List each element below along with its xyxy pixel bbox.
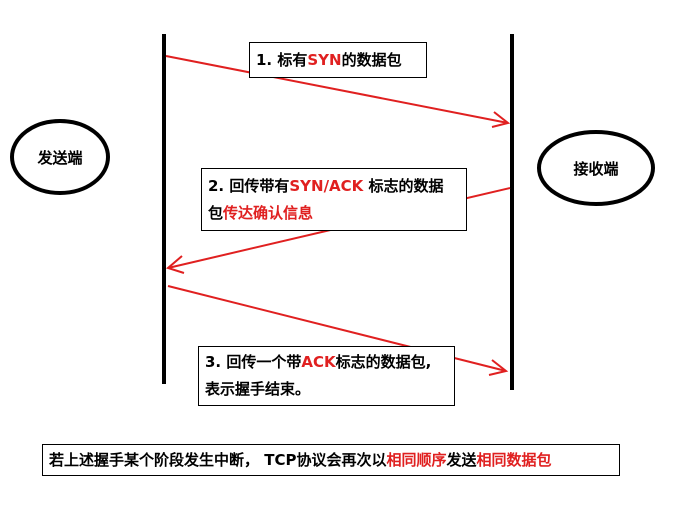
note-middle: 发送 xyxy=(446,451,477,469)
step-2-line-2: 包传达确认信息 xyxy=(208,200,460,227)
step-2-label: 2. 回传带有SYN/ACK 标志的数据 包传达确认信息 xyxy=(201,168,467,231)
step-3-label: 3. 回传一个带ACK标志的数据包, 表示握手结束。 xyxy=(198,346,455,406)
note-highlight-order: 相同顺序 xyxy=(386,451,447,469)
sender-label: 发送端 xyxy=(36,149,82,167)
step-3-highlight: ACK xyxy=(301,353,336,371)
note-highlight-packet: 相同数据包 xyxy=(476,451,552,469)
step-1-label: 1. 标有SYN的数据包 xyxy=(249,42,427,78)
step-2-line-1: 2. 回传带有SYN/ACK 标志的数据 xyxy=(208,173,460,200)
receiver-label: 接收端 xyxy=(573,160,618,178)
step-3-suffix: 标志的数据包, xyxy=(335,353,432,371)
step-2-highlight: SYN/ACK xyxy=(289,177,364,195)
step-3-line-2: 表示握手结束。 xyxy=(205,380,311,398)
step-3-prefix: 3. 回传一个带 xyxy=(205,353,302,371)
step-3-line-1: 3. 回传一个带ACK标志的数据包, xyxy=(205,349,448,376)
step-2-prefix: 2. 回传带有 xyxy=(208,177,290,195)
step-1-suffix: 的数据包 xyxy=(341,51,402,69)
arrow-syn xyxy=(165,55,511,128)
note-prefix: 若上述握手某个阶段发生中断， TCP协议会再次以 xyxy=(49,451,387,469)
step-1-prefix: 1. 标有 xyxy=(256,51,308,69)
step-2-line-2-highlight: 传达确认信息 xyxy=(223,204,314,222)
step-1-highlight: SYN xyxy=(307,51,342,69)
step-2-line-2-prefix: 包 xyxy=(208,204,224,222)
retry-note: 若上述握手某个阶段发生中断， TCP协议会再次以相同顺序发送相同数据包 xyxy=(42,444,620,476)
step-2-suffix: 标志的数据 xyxy=(363,177,444,195)
sender-node xyxy=(10,119,110,195)
receiver-node xyxy=(537,130,655,206)
